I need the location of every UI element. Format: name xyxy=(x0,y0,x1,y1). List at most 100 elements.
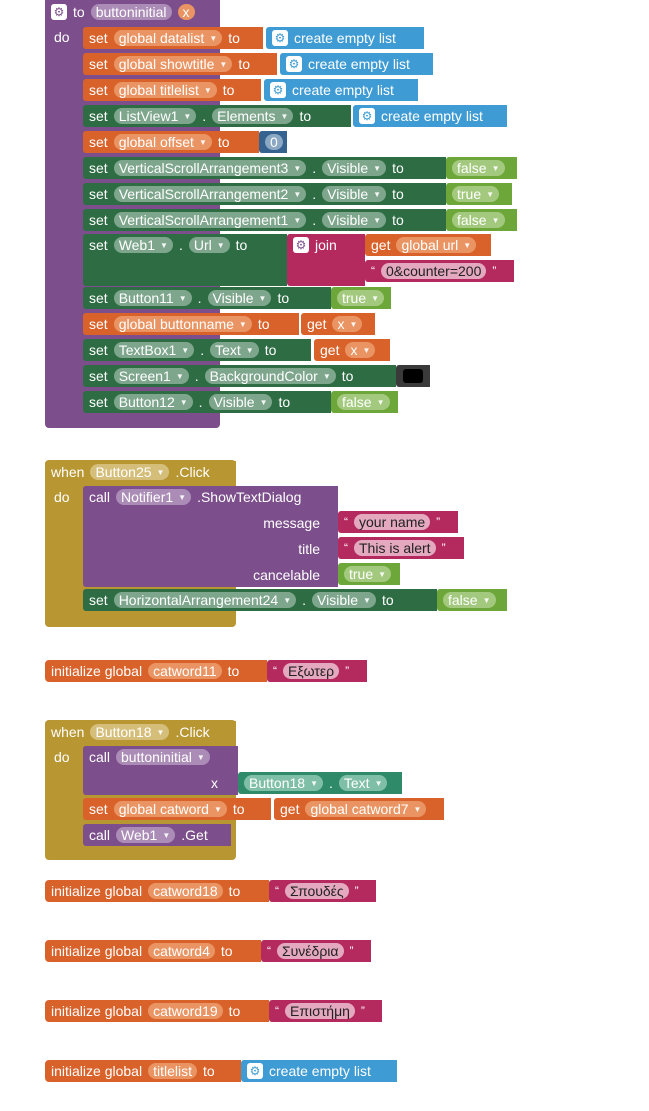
text-field[interactable]: Εξωτερ xyxy=(283,663,340,679)
component-dropdown[interactable]: ListView1▼ xyxy=(113,108,197,124)
component-dropdown[interactable]: Notifier1▼ xyxy=(116,489,192,505)
property-dropdown[interactable]: Visible▼ xyxy=(322,186,387,202)
initialize-global-catword19-block[interactable]: initialize global catword19 to xyxy=(45,1000,269,1022)
set-ha24-visible-block[interactable]: set HorizontalArrangement24▼ . Visible▼ … xyxy=(83,589,437,611)
text-field[interactable]: your name xyxy=(354,514,431,530)
set-screen-bgcolor-block[interactable]: set Screen1▼ . BackgroundColor▼ to xyxy=(83,365,396,387)
boolean-dropdown[interactable]: false▼ xyxy=(452,160,505,176)
color-swatch[interactable] xyxy=(403,369,423,383)
get-x-block[interactable]: get x▼ xyxy=(314,339,390,361)
set-vsa3-visible-block[interactable]: set VerticalScrollArrangement3▼ . Visibl… xyxy=(83,157,446,179)
set-showtitle-block[interactable]: set global showtitle▼ to xyxy=(83,53,277,75)
set-offset-block[interactable]: set global offset▼ to xyxy=(83,131,259,153)
variable-dropdown[interactable]: x▼ xyxy=(332,316,363,332)
set-button11-visible-block[interactable]: set Button11▼ . Visible▼ to xyxy=(83,287,331,309)
procedure-param[interactable]: x xyxy=(177,4,195,20)
component-dropdown[interactable]: VerticalScrollArrangement3▼ xyxy=(113,160,307,176)
global-name-field[interactable]: catword19 xyxy=(148,1003,223,1019)
gear-icon[interactable]: ⚙ xyxy=(270,82,286,98)
text-field[interactable]: Σπουδές xyxy=(285,883,349,899)
text-field[interactable]: Συνέδρια xyxy=(277,943,344,959)
initialize-global-titlelist-block[interactable]: initialize global titlelist to xyxy=(45,1060,241,1082)
set-buttonname-block[interactable]: set global buttonname▼ to xyxy=(83,313,299,335)
text-field[interactable]: 0&counter=200 xyxy=(381,263,487,279)
text-field[interactable]: Επιστήμη xyxy=(285,1003,355,1019)
set-button12-visible-block[interactable]: set Button12▼ . Visible▼ to xyxy=(83,391,331,413)
set-vsa2-visible-block[interactable]: set VerticalScrollArrangement2▼ . Visibl… xyxy=(83,183,446,205)
component-dropdown[interactable]: Web1▼ xyxy=(113,237,173,253)
global-name-field[interactable]: catword18 xyxy=(148,883,223,899)
boolean-dropdown[interactable]: true▼ xyxy=(337,290,385,306)
component-dropdown[interactable]: Button12▼ xyxy=(113,394,193,410)
set-web-url-row[interactable]: set Web1▼ . Url▼ to xyxy=(83,234,287,256)
gear-icon[interactable]: ⚙ xyxy=(247,1063,263,1079)
initialize-global-catword18-block[interactable]: initialize global catword18 to xyxy=(45,880,269,902)
boolean-block[interactable]: false▼ xyxy=(446,157,517,179)
set-vsa1-visible-block[interactable]: set VerticalScrollArrangement1▼ . Visibl… xyxy=(83,209,446,231)
property-dropdown[interactable]: Visible▼ xyxy=(322,212,387,228)
text-field[interactable]: This is alert xyxy=(354,540,436,556)
call-notifier-row[interactable]: call Notifier1▼ .ShowTextDialog xyxy=(83,486,338,508)
property-dropdown[interactable]: Elements▼ xyxy=(212,108,294,124)
component-dropdown[interactable]: Button18▼ xyxy=(90,724,170,740)
boolean-block[interactable]: false▼ xyxy=(331,391,398,413)
number-field[interactable]: 0 xyxy=(265,134,283,150)
procedure-name-field[interactable]: buttoninitial xyxy=(90,4,172,20)
boolean-block[interactable]: true▼ xyxy=(446,183,512,205)
component-dropdown[interactable]: Screen1▼ xyxy=(113,368,189,384)
get-x-block[interactable]: get x▼ xyxy=(301,313,375,335)
variable-dropdown[interactable]: global datalist▼ xyxy=(113,30,223,46)
gear-icon[interactable]: ⚙ xyxy=(293,237,309,253)
set-titlelist-block[interactable]: set global titlelist▼ to xyxy=(83,79,261,101)
property-dropdown[interactable]: Text▼ xyxy=(338,775,388,791)
component-dropdown[interactable]: Button11▼ xyxy=(113,290,192,306)
property-dropdown[interactable]: Visible▼ xyxy=(312,592,376,608)
component-text-block[interactable]: Button18▼ . Text▼ xyxy=(238,772,402,794)
boolean-block[interactable]: false▼ xyxy=(437,589,507,611)
boolean-dropdown[interactable]: false▼ xyxy=(337,394,390,410)
text-block[interactable]: “ your name ” xyxy=(338,511,458,533)
initialize-global-catword11-block[interactable]: initialize global catword11 to xyxy=(45,660,267,682)
number-block[interactable]: 0 xyxy=(259,131,287,153)
variable-dropdown[interactable]: global catword7▼ xyxy=(305,801,427,817)
color-block[interactable] xyxy=(396,365,430,387)
global-name-field[interactable]: catword11 xyxy=(148,663,222,679)
boolean-block[interactable]: true▼ xyxy=(338,563,400,585)
event-header[interactable]: when Button18▼ .Click xyxy=(45,721,236,743)
create-empty-list-block[interactable]: ⚙ create empty list xyxy=(241,1060,397,1082)
text-block[interactable]: “ 0&counter=200 ” xyxy=(365,260,514,282)
boolean-dropdown[interactable]: true▼ xyxy=(344,566,392,582)
call-buttoninitial-row[interactable]: call buttoninitial▼ xyxy=(83,746,238,768)
component-dropdown[interactable]: Web1▼ xyxy=(116,827,176,843)
get-global-url-block[interactable]: get global url▼ xyxy=(365,234,491,256)
set-textbox-text-block[interactable]: set TextBox1▼ . Text▼ to xyxy=(83,339,311,361)
property-dropdown[interactable]: Visible▼ xyxy=(208,394,273,410)
property-dropdown[interactable]: BackgroundColor▼ xyxy=(204,368,336,384)
text-block[interactable]: “ Συνέδρια ” xyxy=(261,940,371,962)
variable-dropdown[interactable]: global titlelist▼ xyxy=(113,82,217,98)
boolean-dropdown[interactable]: true▼ xyxy=(452,186,500,202)
gear-icon[interactable]: ⚙ xyxy=(272,30,288,46)
call-web-get-block[interactable]: call Web1▼ .Get xyxy=(83,824,231,846)
property-dropdown[interactable]: Visible▼ xyxy=(322,160,387,176)
gear-icon[interactable]: ⚙ xyxy=(51,4,67,20)
component-dropdown[interactable]: VerticalScrollArrangement1▼ xyxy=(113,212,307,228)
property-dropdown[interactable]: Url▼ xyxy=(188,237,230,253)
procedure-dropdown[interactable]: buttoninitial▼ xyxy=(116,749,210,765)
create-empty-list-block[interactable]: ⚙ create empty list xyxy=(266,27,424,49)
text-block[interactable]: “ Εξωτερ ” xyxy=(267,660,367,682)
event-header[interactable]: when Button25▼ .Click xyxy=(45,461,236,483)
variable-dropdown[interactable]: global catword▼ xyxy=(113,801,227,817)
boolean-block[interactable]: true▼ xyxy=(331,287,391,309)
component-dropdown[interactable]: Button25▼ xyxy=(90,464,170,480)
component-dropdown[interactable]: HorizontalArrangement24▼ xyxy=(113,592,297,608)
gear-icon[interactable]: ⚙ xyxy=(359,108,375,124)
boolean-dropdown[interactable]: false▼ xyxy=(443,592,496,608)
boolean-block[interactable]: false▼ xyxy=(446,209,517,231)
property-dropdown[interactable]: Text▼ xyxy=(210,342,259,358)
get-catword7-block[interactable]: get global catword7▼ xyxy=(274,798,444,820)
variable-dropdown[interactable]: global buttonname▼ xyxy=(113,316,252,332)
set-datalist-block[interactable]: set global datalist▼ to xyxy=(83,27,263,49)
variable-dropdown[interactable]: global showtitle▼ xyxy=(113,56,233,72)
create-empty-list-block[interactable]: ⚙ create empty list xyxy=(353,105,507,127)
